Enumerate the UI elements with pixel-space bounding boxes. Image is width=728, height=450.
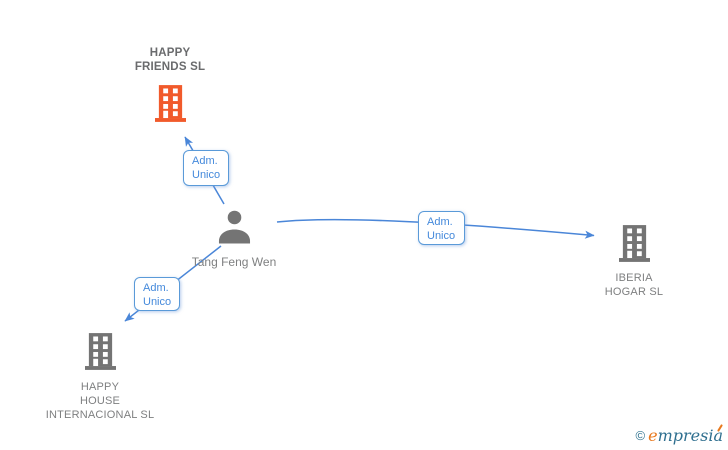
empresia-logo[interactable]: ©empresia xyxy=(635,424,723,446)
relationship-label-happy-house: Adm. Unico xyxy=(134,277,180,311)
building-icon xyxy=(154,85,186,122)
relationship-label-iberia-hogar: Adm. Unico xyxy=(418,211,465,245)
building-icon xyxy=(618,225,650,262)
company-node-happy-house[interactable]: HAPPY HOUSE INTERNACIONAL SL xyxy=(30,333,170,422)
brand-rest: mpresia xyxy=(657,426,723,445)
brand-wordmark: empresia xyxy=(648,424,723,445)
person-node[interactable]: Tang Feng Wen xyxy=(164,210,304,269)
company-node-happy-friends[interactable]: HAPPY FRIENDS SL xyxy=(100,46,240,127)
company-name: HAPPY FRIENDS SL xyxy=(134,47,206,73)
relationship-label-happy-friends: Adm. Unico xyxy=(183,150,229,186)
person-name: Tang Feng Wen xyxy=(191,255,277,269)
copyright-icon: © xyxy=(635,428,646,443)
company-name: HAPPY HOUSE INTERNACIONAL SL xyxy=(45,381,155,421)
brand-first-letter: e xyxy=(648,426,658,445)
person-icon xyxy=(218,210,251,244)
building-icon xyxy=(84,333,116,370)
edge-person-to-iberia-hogar xyxy=(276,218,595,239)
company-node-iberia-hogar[interactable]: IBERIA HOGAR SL xyxy=(574,225,694,299)
company-name: IBERIA HOGAR SL xyxy=(604,272,664,298)
